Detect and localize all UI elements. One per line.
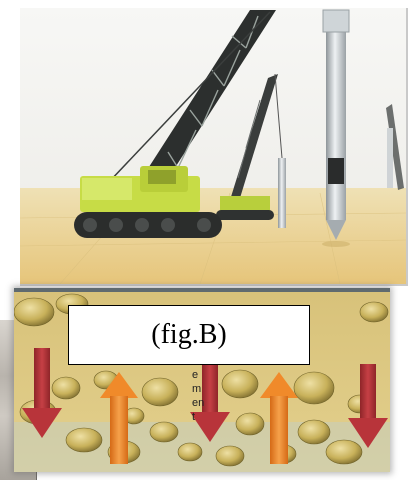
vertical-caption-text: e m en t — [192, 368, 212, 424]
figure-label-text: (fig.B) — [151, 319, 226, 351]
pile-illustration — [322, 10, 350, 247]
right-margin — [404, 320, 414, 480]
crane-scene-panel — [20, 8, 408, 286]
crane-scene-illustration — [20, 8, 406, 284]
figure-label: (fig.B) — [68, 305, 310, 365]
